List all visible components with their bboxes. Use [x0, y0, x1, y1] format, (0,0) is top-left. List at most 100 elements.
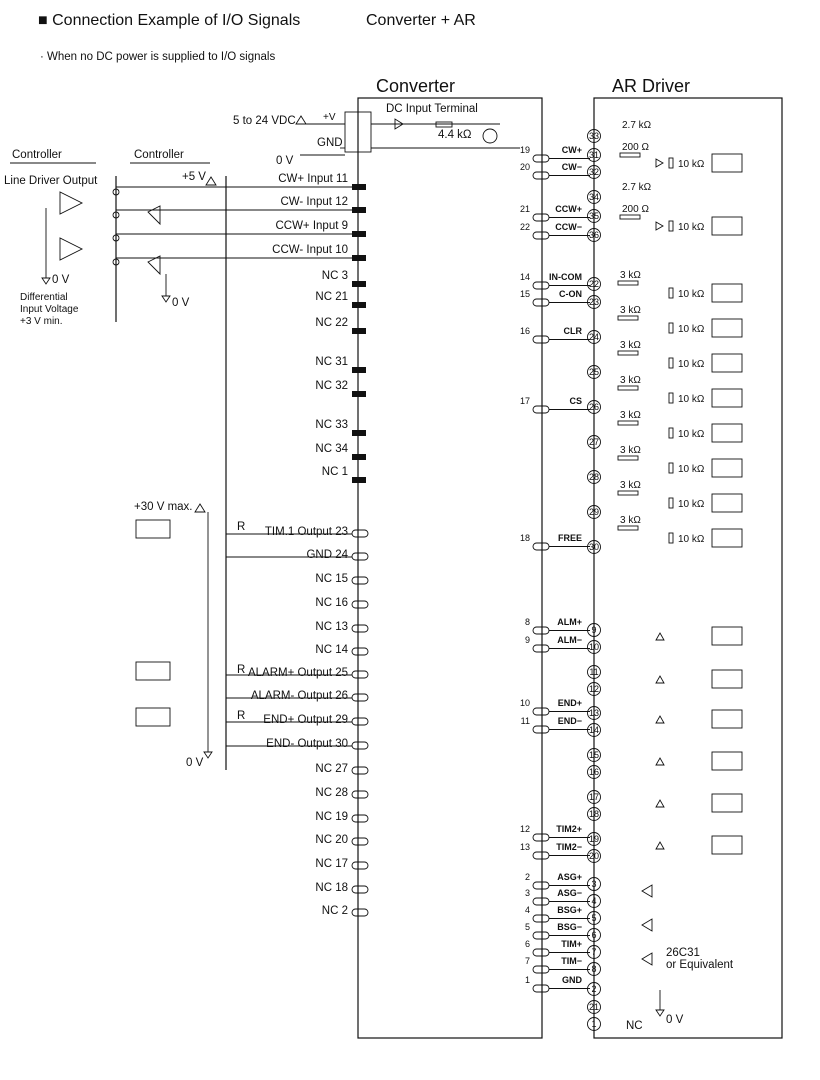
- converter-output-label: NC 14: [315, 644, 348, 656]
- diff-note-3: +3 V min.: [20, 316, 63, 327]
- terminal-socket: [351, 552, 369, 561]
- driver-pin-number: 12: [589, 684, 599, 694]
- driver-pin: [587, 209, 601, 223]
- driver-pin: [587, 505, 601, 519]
- converter-right-pin: 17: [520, 396, 530, 406]
- converter-right-pin: 14: [520, 272, 530, 282]
- photocoupler-icon: [711, 835, 743, 855]
- driver-pin: [587, 894, 601, 908]
- driver-pin: [587, 765, 601, 779]
- signal-name: ASG−: [557, 888, 582, 898]
- terminal-socket: [351, 600, 369, 609]
- terminal-socket: [351, 624, 369, 633]
- terminal-socket: [351, 766, 369, 775]
- converter-right-pin: 8: [525, 617, 530, 627]
- terminal-socket: [532, 931, 550, 940]
- converter-right-pin: 3: [525, 888, 530, 898]
- driver-pin-number: 1: [591, 1019, 596, 1029]
- resistor-value: 200 Ω: [622, 204, 649, 215]
- dc-plusv-label: +V: [323, 112, 336, 123]
- resistor-value: 3 kΩ: [620, 515, 641, 526]
- converter-input-label: NC 32: [315, 380, 348, 392]
- driver-pin: [587, 228, 601, 242]
- terminal-block: [352, 231, 366, 237]
- signal-name: TIM−: [561, 956, 582, 966]
- driver-pin: [587, 982, 601, 996]
- converter-input-label: NC 33: [315, 419, 348, 431]
- terminal-block: [352, 477, 366, 483]
- terminal-socket: [351, 861, 369, 870]
- converter-right-pin: 13: [520, 842, 530, 852]
- terminal-socket: [532, 725, 550, 734]
- photocoupler-icon: [711, 353, 743, 373]
- terminal-block: [352, 281, 366, 287]
- driver-pin-number: 31: [589, 150, 599, 160]
- converter-right-pin: 19: [520, 145, 530, 155]
- driver-pin-number: 11: [589, 667, 598, 677]
- converter-input-label: CW+ Input 11: [278, 173, 348, 185]
- diode-icon: [655, 158, 664, 168]
- driver-pin: [587, 911, 601, 925]
- nc-label: NC: [626, 1020, 643, 1032]
- r-label: R: [237, 521, 245, 533]
- resistor-icon: [617, 420, 639, 426]
- terminal-socket: [351, 790, 369, 799]
- converter-input-label: NC 3: [322, 270, 348, 282]
- dc-terminal-label: DC Input Terminal: [386, 103, 478, 115]
- resistor-value: 3 kΩ: [620, 270, 641, 281]
- terminal-socket: [532, 984, 550, 993]
- converter-box: [357, 97, 543, 1039]
- driver-pin-number: 13: [589, 708, 599, 718]
- converter-right-pin: 9: [525, 635, 530, 645]
- photocoupler-icon: [711, 153, 743, 173]
- resistor-value: 3 kΩ: [620, 480, 641, 491]
- terminal-socket: [351, 717, 369, 726]
- terminal-socket: [532, 644, 550, 653]
- resistor-value: 3 kΩ: [620, 410, 641, 421]
- terminal-socket: [532, 707, 550, 716]
- resistor-icon: [668, 427, 674, 439]
- photocoupler-icon: [135, 707, 171, 727]
- resistor-value: 10 kΩ: [678, 159, 705, 170]
- terminal-socket: [351, 693, 369, 702]
- photocoupler-icon: [711, 423, 743, 443]
- driver-pin-number: 26: [589, 402, 599, 412]
- driver-pin-number: 28: [589, 472, 599, 482]
- signal-name: FREE: [558, 533, 582, 543]
- terminal-block: [352, 430, 366, 436]
- converter-output-label: ALARM- Output 26: [251, 690, 348, 702]
- driver-pin-number: 27: [589, 437, 599, 447]
- driver-pin-number: 36: [589, 230, 599, 240]
- photocoupler-icon: [711, 388, 743, 408]
- terminal-socket: [351, 576, 369, 585]
- converter-input-label: NC 21: [315, 291, 348, 303]
- signal-name: END+: [558, 698, 582, 708]
- terminal-socket: [532, 833, 550, 842]
- converter-output-label: NC 15: [315, 573, 348, 585]
- driver-pin-number: 9: [591, 625, 596, 635]
- converter-output-label: NC 28: [315, 787, 348, 799]
- resistor-value: 10 kΩ: [678, 289, 705, 300]
- line-driver-icon: [641, 952, 653, 966]
- terminal-socket: [532, 281, 550, 290]
- driver-pin: [587, 295, 601, 309]
- driver-pin: [587, 129, 601, 143]
- dc-diode-icon: [394, 118, 404, 130]
- converter-output-label: NC 27: [315, 763, 348, 775]
- photocoupler-icon: [711, 793, 743, 813]
- driver-pin-number: 34: [589, 192, 599, 202]
- vdc-arrow-icon: [295, 115, 307, 125]
- photocoupler-icon: [711, 283, 743, 303]
- diode-icon: [655, 757, 665, 766]
- driver-pin: [587, 435, 601, 449]
- converter-output-label: END+ Output 29: [263, 714, 348, 726]
- resistor-icon: [668, 497, 674, 509]
- terminal-socket: [532, 897, 550, 906]
- resistor-icon: [668, 357, 674, 369]
- resistor-icon: [668, 157, 674, 169]
- resistor-icon: [668, 287, 674, 299]
- driver-pin: [587, 165, 601, 179]
- terminal-socket: [532, 405, 550, 414]
- converter-right-pin: 22: [520, 222, 530, 232]
